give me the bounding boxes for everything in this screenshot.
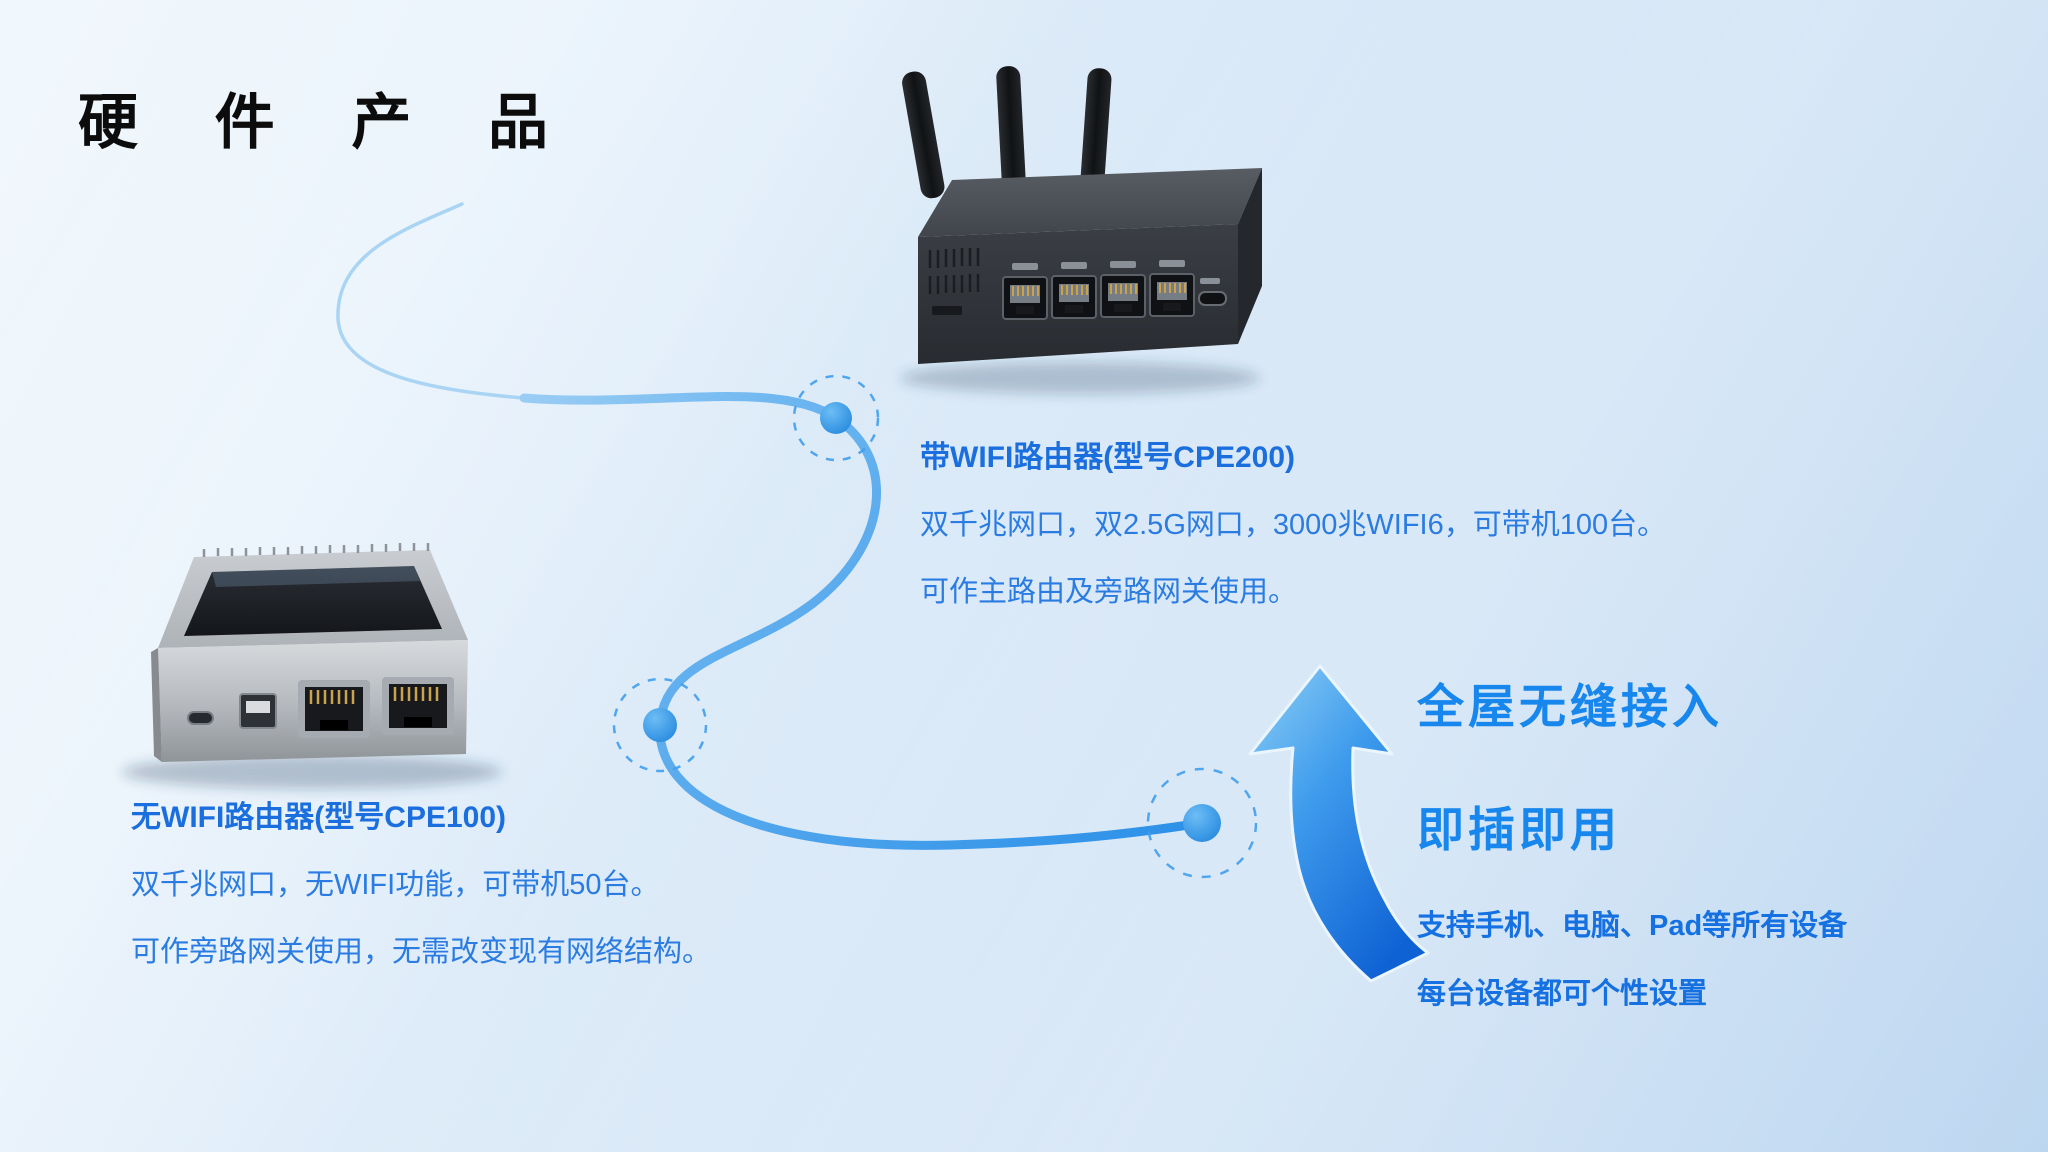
ethernet-port [1002, 276, 1048, 320]
port-labels [1012, 260, 1220, 284]
cpe200-spec-line2: 可作主路由及旁路网关使用。 [920, 576, 1298, 608]
up-arrow-graphic [1248, 664, 1430, 983]
highlight-headline-1: 全屋无缝接入 [1417, 680, 1723, 733]
cpe100-text-block: 无WIFI路由器(型号CPE100) 双千兆网口，无WIFI功能，可带机50台。… [131, 792, 711, 970]
heatsink-fins [202, 543, 430, 557]
router-front-face [918, 224, 1238, 364]
vent-grille [928, 248, 980, 294]
device-shadow [900, 362, 1260, 394]
router-cpe200-illustration [900, 66, 1262, 394]
top-glass-panel [184, 566, 442, 636]
cpe200-name: 带WIFI路由器(型号CPE200) [920, 441, 1296, 474]
ethernet-port [1100, 274, 1146, 318]
sd-card-slot [932, 306, 962, 315]
connector-node-2 [612, 677, 708, 773]
cpe100-spec-line1: 双千兆网口，无WIFI功能，可带机50台。 [131, 869, 660, 901]
glass-reflection [212, 566, 420, 587]
ethernet-port [1051, 275, 1097, 319]
connector-node-1 [792, 374, 880, 462]
connector-node-3 [1146, 767, 1258, 879]
ethernet-port [1149, 273, 1195, 317]
highlights-block: 全屋无缝接入 即插即用 支持手机、电脑、Pad等所有设备 每台设备都可个性设置 [1417, 668, 1847, 1012]
usb-a-port [239, 693, 277, 729]
router-side-face [1238, 168, 1262, 344]
ethernet-port [298, 680, 370, 738]
device-shadow [122, 755, 502, 789]
ethernet-ports [1002, 273, 1195, 320]
cpe200-spec-line1: 双千兆网口，双2.5G网口，3000兆WIFI6，可带机100台。 [920, 509, 1667, 541]
page-title: 硬 件 产 品 [78, 89, 579, 156]
router-top-face [158, 550, 468, 648]
cpe100-spec-line2: 可作旁路网关使用，无需改变现有网络结构。 [131, 936, 712, 968]
highlight-bullet-1: 支持手机、电脑、Pad等所有设备 [1417, 910, 1848, 942]
router-top-face [918, 168, 1262, 237]
cpe100-name: 无WIFI路由器(型号CPE100) [131, 801, 507, 834]
router-front-face [158, 640, 468, 762]
antenna [996, 66, 1026, 193]
cpe200-text-block: 带WIFI路由器(型号CPE200) 双千兆网口，双2.5G网口，3000兆WI… [920, 432, 1666, 610]
router-left-edge [151, 648, 162, 762]
antenna [1080, 68, 1112, 193]
ethernet-port [382, 677, 454, 735]
usb-c-port [1198, 291, 1227, 306]
usb-c-port [187, 711, 214, 725]
antenna [902, 71, 945, 199]
connection-line-start [336, 202, 526, 400]
router-cpe100-illustration [122, 543, 502, 789]
highlight-headline-2: 即插即用 [1417, 803, 1621, 856]
highlight-bullet-2: 每台设备都可个性设置 [1417, 978, 1708, 1010]
